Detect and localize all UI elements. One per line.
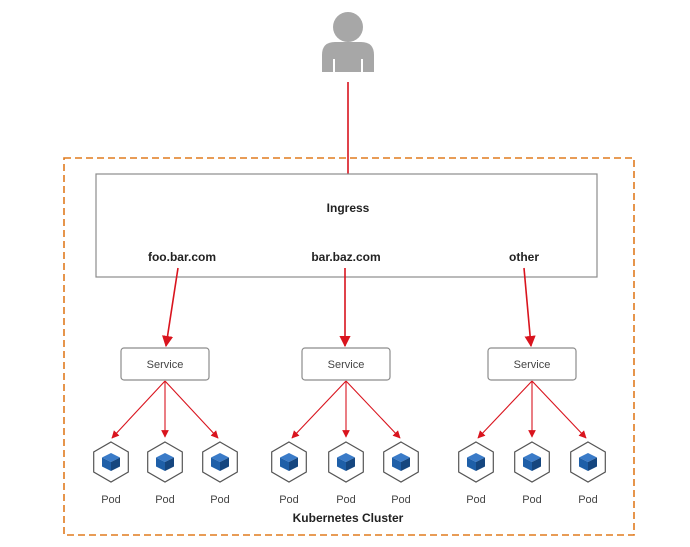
pod-cube-icon xyxy=(271,441,307,483)
pod-label: Pod xyxy=(210,494,230,506)
pod-cube-icon xyxy=(202,441,238,483)
pod-3-1: Pod xyxy=(458,441,494,506)
pod-cube-icon xyxy=(458,441,494,483)
pod-cube-icon xyxy=(383,441,419,483)
pod-label: Pod xyxy=(155,494,175,506)
ingress-host-foo-bar-com: foo.bar.com xyxy=(148,250,216,264)
ingress-host-bar-baz-com: bar.baz.com xyxy=(311,250,380,264)
pod-2-3: Pod xyxy=(383,441,419,506)
service-box-2: Service xyxy=(301,347,391,381)
pod-cube-icon xyxy=(328,441,364,483)
ingress-title: Ingress xyxy=(327,201,370,215)
pod-label: Pod xyxy=(466,494,486,506)
pod-3-3: Pod xyxy=(570,441,606,506)
pod-label: Pod xyxy=(279,494,299,506)
pod-1-1: Pod xyxy=(93,441,129,506)
ingress-box xyxy=(95,173,598,278)
pod-label: Pod xyxy=(101,494,121,506)
pod-label: Pod xyxy=(522,494,542,506)
pod-cube-icon xyxy=(147,441,183,483)
service-label: Service xyxy=(328,359,365,371)
pod-cube-icon xyxy=(570,441,606,483)
pod-cube-icon xyxy=(93,441,129,483)
pod-2-1: Pod xyxy=(271,441,307,506)
service-box-3: Service xyxy=(487,347,577,381)
pod-1-3: Pod xyxy=(202,441,238,506)
pod-label: Pod xyxy=(578,494,598,506)
pod-label: Pod xyxy=(391,494,411,506)
pod-1-2: Pod xyxy=(147,441,183,506)
host-to-service-arrow-1 xyxy=(161,267,179,348)
ingress-host-other: other xyxy=(509,250,539,264)
pods: Pod Pod Pod Pod Pod Pod Pod Pod Pod xyxy=(93,441,606,506)
service-label: Service xyxy=(147,359,184,371)
service-label: Service xyxy=(514,359,551,371)
service-to-pod-arrows xyxy=(111,380,587,439)
kubernetes-cluster-boundary xyxy=(63,157,635,536)
user-icon xyxy=(322,12,374,72)
pod-3-2: Pod xyxy=(514,441,550,506)
service-box-1: Service xyxy=(120,347,210,381)
pod-2-2: Pod xyxy=(328,441,364,506)
host-to-service-arrow-3 xyxy=(523,267,536,348)
cluster-label: Kubernetes Cluster xyxy=(293,511,404,525)
pod-label: Pod xyxy=(336,494,356,506)
pod-cube-icon xyxy=(514,441,550,483)
